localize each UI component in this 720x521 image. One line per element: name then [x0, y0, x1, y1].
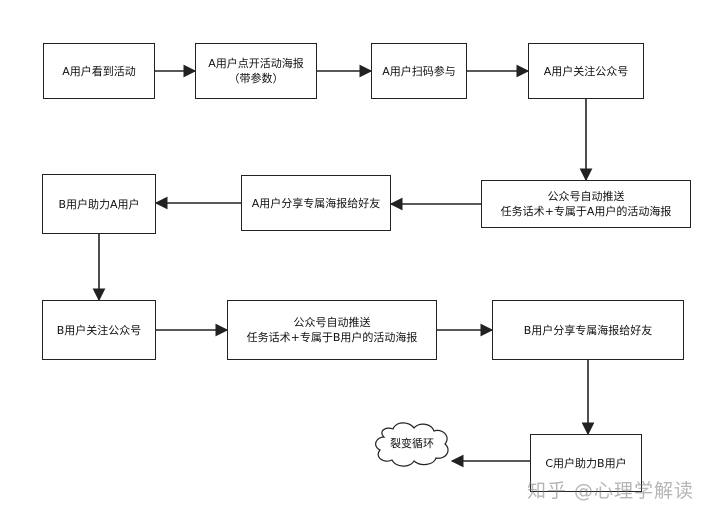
node-label-line: 公众号自动推送 — [293, 316, 371, 329]
node-b-helps-a: B用户助力A用户 — [42, 174, 156, 234]
node-label-line: （带参数） — [228, 72, 284, 85]
node-label-line: A用户扫码参与 — [382, 64, 456, 78]
node-label-line: 公众号自动推送 — [547, 190, 625, 203]
node-label-line: A用户点开活动海报 — [208, 57, 304, 70]
node-push-to-b: 公众号自动推送任务话术+专属于B用户的活动海报 — [227, 300, 437, 360]
node-a-shares-poster: A用户分享专属海报给好友 — [241, 175, 391, 231]
node-b-shares-poster: B用户分享专属海报给好友 — [492, 300, 684, 360]
cloud-shape — [375, 422, 449, 467]
node-label-line: 任务话术+专属于A用户的活动海报 — [500, 205, 672, 218]
node-label-line: C用户助力B用户 — [545, 456, 627, 470]
node-label-line: B用户关注公众号 — [56, 323, 142, 337]
node-b-follows-account: B用户关注公众号 — [42, 300, 156, 360]
node-label-line: B用户助力A用户 — [58, 197, 140, 211]
node-label-line: 任务话术+专属于B用户的活动海报 — [246, 331, 418, 344]
node-push-to-a: 公众号自动推送任务话术+专属于A用户的活动海报 — [481, 180, 691, 228]
node-label-line: A用户看到活动 — [62, 64, 136, 78]
node-label-line: B用户分享专属海报给好友 — [523, 323, 653, 337]
node-a-follows-account: A用户关注公众号 — [528, 43, 644, 99]
node-label-line: A用户关注公众号 — [543, 64, 629, 78]
node-label-line: A用户分享专属海报给好友 — [251, 196, 381, 210]
node-a-sees-event: A用户看到活动 — [43, 43, 155, 99]
cloud-label: 裂变循环 — [390, 437, 434, 450]
watermark: 知乎 @心理学解读 — [527, 480, 695, 502]
node-a-scans-code: A用户扫码参与 — [371, 43, 467, 99]
node-a-opens-poster: A用户点开活动海报 （带参数） — [195, 43, 317, 99]
node-c-helps-b: C用户助力B用户 — [530, 434, 642, 492]
